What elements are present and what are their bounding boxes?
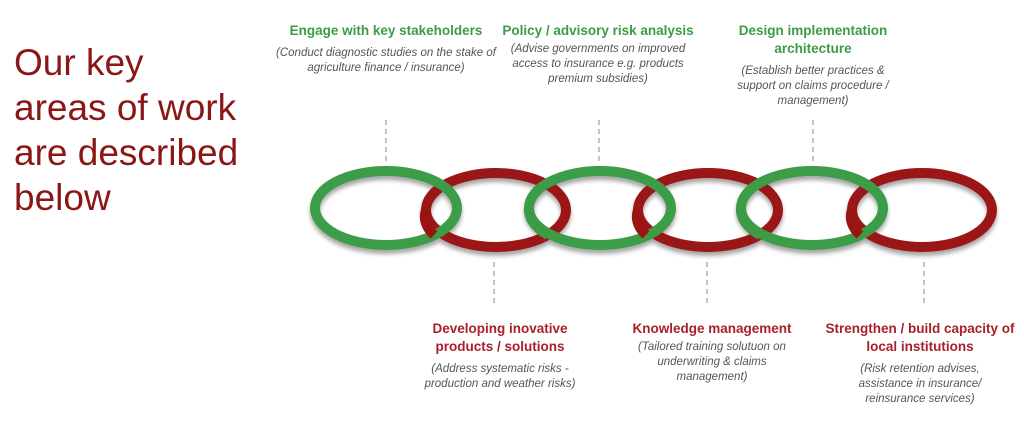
item-heading: Policy / advisory risk analysis <box>502 23 694 38</box>
title-line: areas of work <box>14 87 237 128</box>
title-line: below <box>14 177 111 218</box>
item-description: (Advise governments on improved access t… <box>510 43 686 85</box>
item-description: (Address systematic risks - production a… <box>424 363 576 390</box>
red-ring-overlap <box>845 208 864 239</box>
item-heading: Developing inovative products / solution… <box>432 321 568 354</box>
top-item-1: Engage with key stakeholders (Conduct di… <box>276 22 496 76</box>
bottom-item-1: Developing inovative products / solution… <box>405 320 595 392</box>
slide-title: Our key areas of work are described belo… <box>14 40 294 220</box>
green-ring-overlap <box>735 207 763 240</box>
item-description: (Risk retention advises, assistance in i… <box>858 363 982 405</box>
item-heading: Design implementation architecture <box>738 23 888 56</box>
green-ring <box>524 166 676 250</box>
top-item-3: Design implementation architecture (Esta… <box>723 22 903 109</box>
item-description: (Establish better practices & support on… <box>737 65 889 107</box>
green-ring <box>736 166 888 250</box>
red-ring-overlap <box>631 208 650 239</box>
top-item-2: Policy / advisory risk analysis (Advise … <box>493 22 703 87</box>
item-heading: Engage with key stakeholders <box>289 23 483 38</box>
bottom-item-3: Strengthen / build capacity of local ins… <box>820 320 1020 407</box>
item-heading: Strengthen / build capacity of local ins… <box>825 321 1015 354</box>
item-description: (Tailored training solutuon on underwrit… <box>638 341 786 383</box>
green-ring-overlap <box>523 207 551 240</box>
bottom-item-2: Knowledge management (Tailored training … <box>622 320 802 385</box>
green-ring <box>310 166 462 250</box>
item-description: (Conduct diagnostic studies on the stake… <box>276 47 496 74</box>
title-line: Our key <box>14 42 144 83</box>
red-ring-overlap <box>419 208 438 239</box>
title-line: are described <box>14 132 239 173</box>
item-heading: Knowledge management <box>632 321 792 336</box>
